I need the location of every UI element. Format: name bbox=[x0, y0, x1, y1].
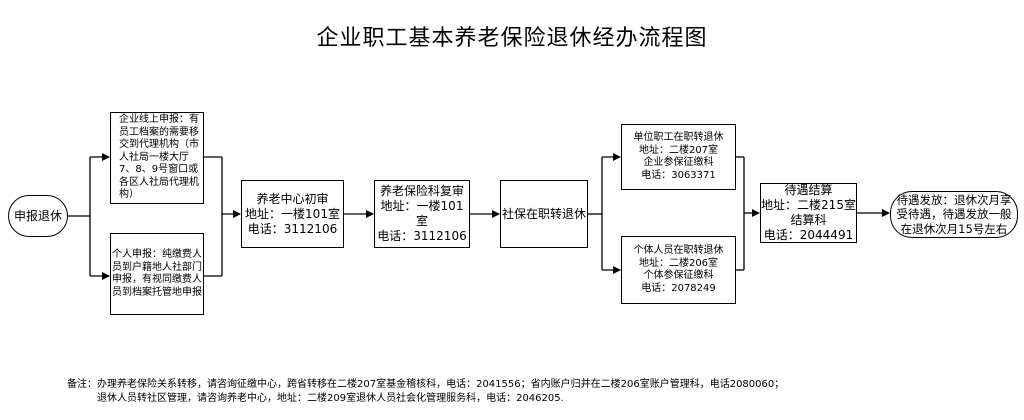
node-unit-staff-transfer: 单位职工在职转退休 地址：二楼207室 企业参保征缴科 电话：3063371 bbox=[621, 124, 736, 190]
node-apply-retirement: 申报退休 bbox=[8, 195, 68, 237]
node-benefit-calculation: 待遇结算 地址：二楼215室 结算科 电话：2044491 bbox=[760, 183, 857, 243]
node-individual-application-label: 个人申报：纯缴费人员到户籍地人社部门申报，有视同缴费人员到档案托管地申报 bbox=[112, 249, 202, 298]
node-individual-application: 个人申报：纯缴费人员到户籍地人社部门申报，有视同缴费人员到档案托管地申报 bbox=[110, 233, 204, 315]
node-second-review: 养老保险科复审 地址：一楼101室 电话：3112106 bbox=[374, 180, 470, 248]
footnote: 备注：办理养老保险关系转移，请咨询征缴中心，跨省转移在二楼207室基金稽核科，电… bbox=[67, 378, 1017, 406]
node-social-security-transfer: 社保在职转退休 bbox=[500, 180, 588, 248]
node-online-application-label: 企业线上申报：有员工档案的需要移交到代理机构（市人社局一楼大厅7、8、9号窗口或… bbox=[119, 114, 199, 201]
node-initial-review-label: 养老中心初审 地址：一楼101室 电话：3112106 bbox=[245, 191, 340, 236]
node-apply-retirement-label: 申报退休 bbox=[13, 208, 62, 223]
node-benefit-payment: 待遇发放：退休次月享受待遇，待遇发放一般在退休次月15号左右 bbox=[890, 191, 1018, 238]
page-title: 企业职工基本养老保险退休经办流程图 bbox=[316, 26, 708, 51]
node-online-application: 企业线上申报：有员工档案的需要移交到代理机构（市人社局一楼大厅7、8、9号窗口或… bbox=[110, 112, 204, 204]
node-individual-staff-transfer-label: 个体人员在职转退休 地址：二楼206室 个体参保征缴科 电话：2078249 bbox=[633, 245, 724, 294]
footnote-line-2: 退休人员转社区管理，请咨询养老中心，地址：二楼209室退休人员社会化管理服务科，… bbox=[97, 393, 564, 404]
node-second-review-label: 养老保险科复审 地址：一楼101室 电话：3112106 bbox=[377, 184, 467, 243]
footnote-line-1: 备注：办理养老保险关系转移，请咨询征缴中心，跨省转移在二楼207室基金稽核科，电… bbox=[67, 379, 785, 390]
node-social-security-transfer-label: 社保在职转退休 bbox=[501, 206, 586, 221]
node-benefit-calculation-label: 待遇结算 地址：二楼215室 结算科 电话：2044491 bbox=[761, 183, 856, 242]
node-benefit-payment-label: 待遇发放：退休次月享受待遇，待遇发放一般在退休次月15号左右 bbox=[896, 192, 1012, 236]
node-individual-staff-transfer: 个体人员在职转退休 地址：二楼206室 个体参保征缴科 电话：2078249 bbox=[621, 236, 736, 304]
node-unit-staff-transfer-label: 单位职工在职转退休 地址：二楼207室 企业参保征缴科 电话：3063371 bbox=[633, 132, 724, 181]
node-initial-review: 养老中心初审 地址：一楼101室 电话：3112106 bbox=[241, 180, 344, 248]
